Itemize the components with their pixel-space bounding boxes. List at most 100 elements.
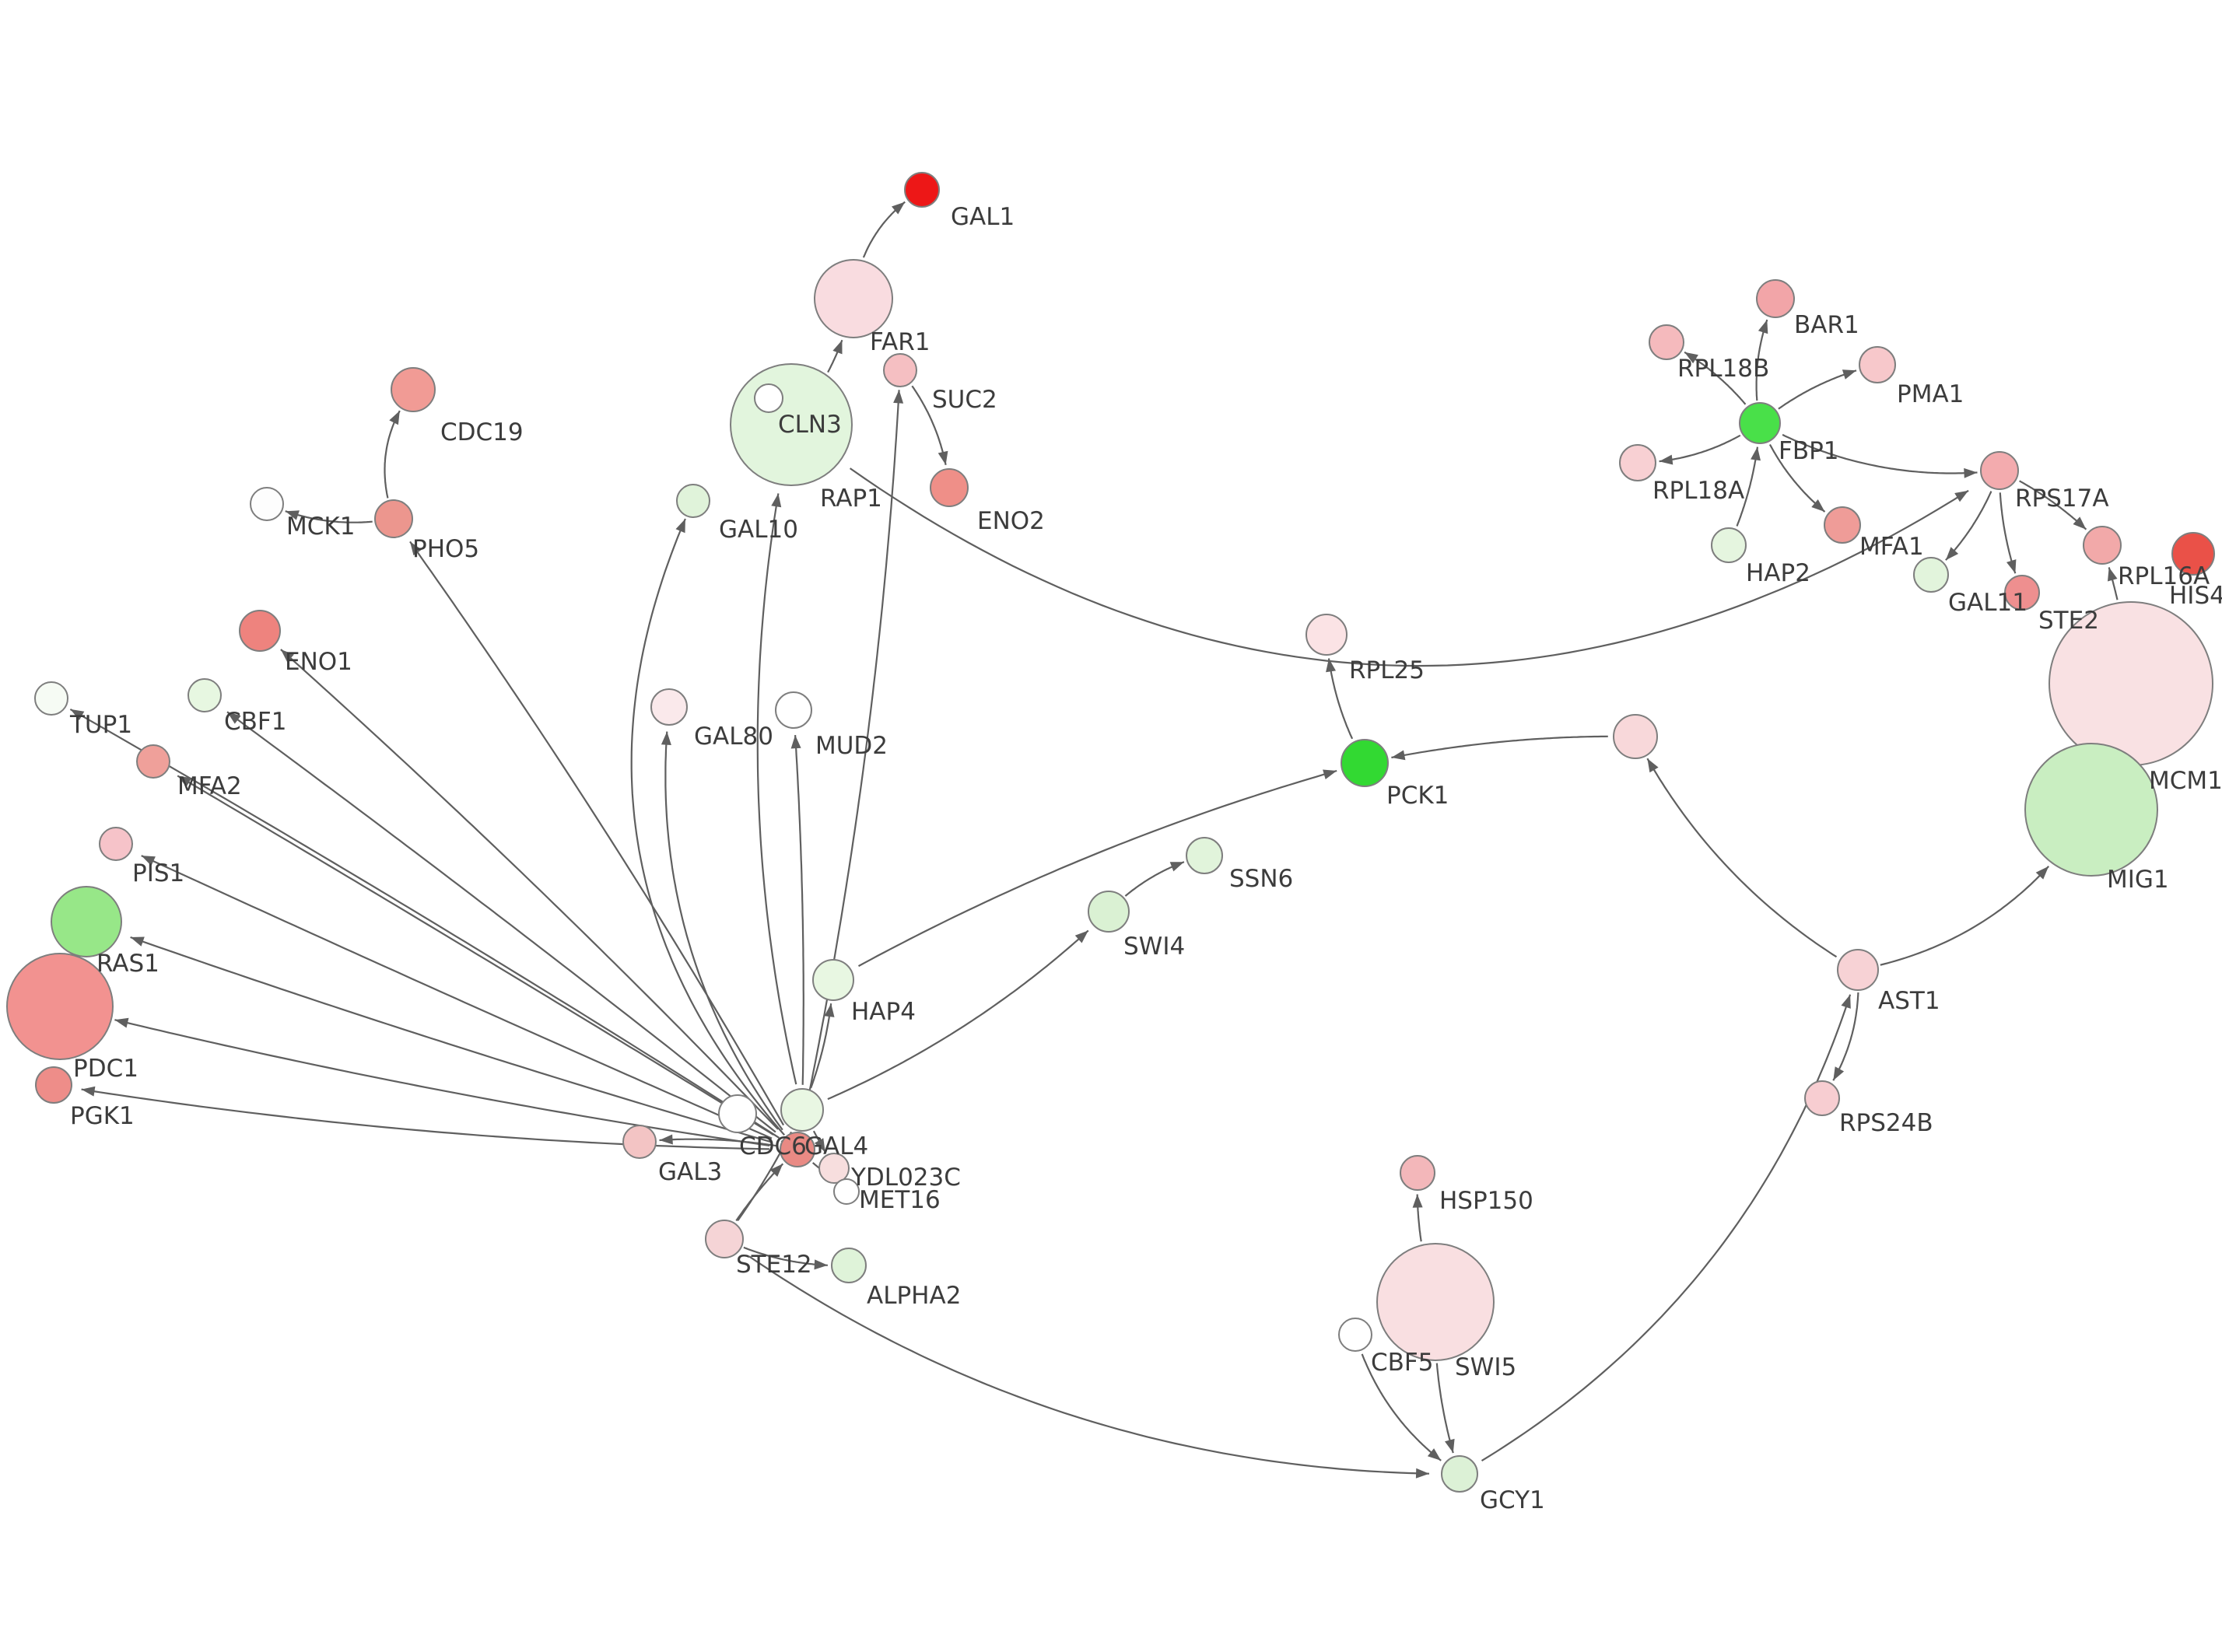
node-pho5[interactable]: [374, 499, 413, 538]
node-cdc6[interactable]: [718, 1094, 757, 1133]
node-alpha2[interactable]: [831, 1248, 867, 1283]
node-center1[interactable]: [780, 1088, 824, 1132]
edge-RNODE1-PCK1[interactable]: [1391, 735, 1608, 759]
edge-CENTER1-MUD2[interactable]: [794, 735, 804, 1085]
node-mfa2[interactable]: [136, 744, 170, 779]
node-tup1[interactable]: [34, 681, 68, 716]
edge-GAL4-GAL10[interactable]: [630, 518, 786, 1136]
node-rnode1[interactable]: [1613, 714, 1658, 759]
node-gal4[interactable]: [780, 1132, 815, 1167]
node-suc2[interactable]: [883, 353, 917, 387]
node-ydl023c[interactable]: [818, 1153, 850, 1184]
label-ssn6: SSN6: [1229, 865, 1293, 893]
edge-PHO5-CDC19[interactable]: [384, 410, 401, 499]
edge-FBP1-BAR1[interactable]: [1755, 319, 1768, 401]
label-cdc19: CDC19: [440, 418, 524, 446]
edge-GAL4-ENO1[interactable]: [280, 649, 779, 1130]
edge-GAL4-RAS1[interactable]: [130, 936, 771, 1143]
node-his4[interactable]: [2171, 532, 2215, 576]
edge-HAP4-PCK1[interactable]: [857, 769, 1337, 968]
node-far1[interactable]: [814, 259, 893, 338]
node-rpl25[interactable]: [1306, 614, 1348, 656]
edge-GAL4-PHO5[interactable]: [409, 541, 785, 1126]
node-mig1[interactable]: [2024, 743, 2158, 877]
node-rpl18a[interactable]: [1619, 444, 1656, 481]
edge-FBP1-RPS17A[interactable]: [1782, 433, 1978, 474]
edge-STE12-GCY1[interactable]: [748, 1255, 1430, 1475]
edge-CENTER1-HAP4[interactable]: [810, 1003, 832, 1089]
node-ras1[interactable]: [51, 886, 122, 957]
node-ste2[interactable]: [2004, 575, 2040, 611]
node-met16[interactable]: [833, 1178, 860, 1205]
node-cdc19[interactable]: [391, 367, 436, 412]
edge-PHO5-MCK1[interactable]: [285, 510, 373, 523]
node-pis1[interactable]: [99, 827, 133, 861]
edge-AST1-MIG1[interactable]: [1880, 866, 2050, 966]
edge-GAL4-CBF1[interactable]: [226, 711, 776, 1133]
edge-RPS17A-RPL16A[interactable]: [2019, 480, 2087, 530]
node-gal1[interactable]: [904, 172, 940, 208]
node-hsp150[interactable]: [1400, 1155, 1435, 1191]
node-ast1[interactable]: [1837, 949, 1879, 991]
edge-FBP1-MFA1[interactable]: [1768, 443, 1826, 513]
edge-FBP1-PMA1[interactable]: [1778, 369, 1857, 410]
label-his4: HIS4: [2169, 582, 2222, 610]
node-rps24b[interactable]: [1804, 1080, 1840, 1116]
edge-GAL4-SUC2[interactable]: [801, 390, 900, 1131]
node-gal80[interactable]: [650, 688, 688, 726]
node-mfa1[interactable]: [1824, 506, 1861, 544]
node-rps17a[interactable]: [1980, 451, 2019, 490]
node-hap4[interactable]: [812, 959, 854, 1001]
arrowhead-STE12-GCY1: [1415, 1468, 1429, 1479]
node-ssn6[interactable]: [1186, 837, 1223, 874]
node-cbf5[interactable]: [1338, 1318, 1372, 1352]
label-ste12: STE12: [736, 1251, 812, 1279]
edge-FBP1-RPL18A[interactable]: [1659, 434, 1741, 463]
edge-CBF5-GCY1[interactable]: [1361, 1353, 1442, 1461]
edge-SWI5-GCY1[interactable]: [1435, 1363, 1454, 1454]
node-fbp1[interactable]: [1739, 402, 1781, 444]
node-pdc1[interactable]: [6, 953, 114, 1060]
arrowhead-CENTER1-SWI4: [1074, 930, 1088, 943]
node-cbf1[interactable]: [188, 678, 222, 712]
node-mck1[interactable]: [250, 487, 284, 521]
node-bar1[interactable]: [1756, 279, 1795, 318]
node-ste12[interactable]: [705, 1220, 744, 1258]
node-swi4[interactable]: [1088, 891, 1130, 933]
edge-GAL4-PIS1[interactable]: [141, 855, 773, 1139]
node-pma1[interactable]: [1859, 346, 1896, 383]
edge-RPS17A-STE2[interactable]: [1999, 492, 2017, 574]
edge-AST1-RPS24B[interactable]: [1832, 992, 1859, 1081]
node-eno2[interactable]: [930, 468, 969, 507]
edge-FBP1-RPL18B[interactable]: [1684, 351, 1747, 405]
edge-STE12-ALPHA2[interactable]: [743, 1246, 828, 1266]
edge-GAL4-TUP1[interactable]: [69, 708, 780, 1139]
edge-RPS17A-GAL11[interactable]: [1945, 491, 1992, 561]
edge-GCY1-AST1[interactable]: [1481, 994, 1852, 1462]
edge-RAP1-RPS17A[interactable]: [849, 467, 1969, 667]
edge-AST1-RNODE1[interactable]: [1646, 758, 1838, 958]
node-gal11[interactable]: [1913, 557, 1949, 593]
node-gal10[interactable]: [676, 484, 710, 518]
node-gcy1[interactable]: [1441, 1455, 1478, 1493]
edge-GAL4-PDC1[interactable]: [114, 1019, 770, 1146]
arrowhead-AST1-RPS24B: [1833, 1066, 1845, 1081]
node-hap2[interactable]: [1711, 527, 1747, 563]
node-rpl16a[interactable]: [2083, 526, 2122, 565]
edge-GAL4-GAL80[interactable]: [664, 731, 783, 1131]
node-eno1[interactable]: [239, 610, 281, 652]
node-mud2[interactable]: [775, 691, 812, 729]
edge-HAP2-FBP1[interactable]: [1736, 446, 1758, 527]
node-swi5[interactable]: [1376, 1243, 1495, 1361]
edge-PCK1-RPL25[interactable]: [1327, 658, 1354, 740]
node-pck1[interactable]: [1341, 739, 1389, 787]
edge-CENTER1-RAP1[interactable]: [756, 493, 797, 1085]
node-rpl18b[interactable]: [1649, 324, 1684, 360]
edge-CENTER1-SWI4[interactable]: [827, 929, 1089, 1101]
node-pgk1[interactable]: [35, 1066, 72, 1104]
edge-SUC2-ENO2[interactable]: [911, 385, 947, 466]
node-gal3[interactable]: [622, 1125, 657, 1159]
edge-GAL4-MFA2[interactable]: [177, 775, 774, 1136]
node-cln3[interactable]: [754, 383, 783, 413]
